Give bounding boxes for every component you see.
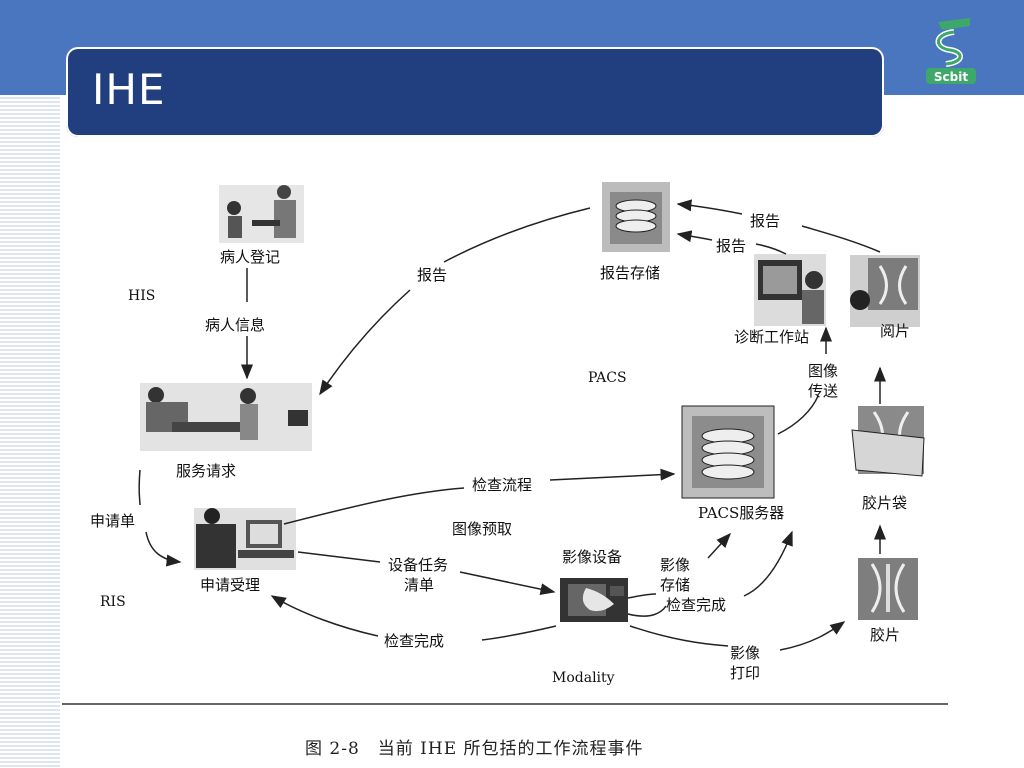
image-store-line	[627, 593, 657, 599]
reading-report-line	[801, 225, 881, 253]
label-report-storage: 报告存储	[600, 264, 660, 282]
exam-complete-2-line	[627, 605, 667, 617]
title-bar: IHE	[66, 47, 884, 137]
label-image-prefetch: 图像预取	[452, 520, 512, 538]
label-report-top: 报告	[750, 212, 780, 230]
diagnostic-workstation-picture	[754, 254, 826, 326]
label-pacs-server: PACS服务器	[698, 504, 784, 522]
label-exam-complete-1: 检查完成	[384, 632, 444, 650]
report-line-a	[443, 207, 591, 263]
worklist-arrow	[459, 571, 556, 596]
label-image-store-1: 影像	[660, 556, 690, 574]
image-store-arrow	[707, 532, 732, 559]
label-service-request: 服务请求	[176, 462, 236, 480]
ihe-workflow-diagram: 病人登记 HIS 病人信息 服务请求 申请单 申请受理 RIS 报告 报告存储 …	[62, 182, 948, 705]
film-reading-picture	[850, 255, 920, 327]
request-form-line	[138, 469, 141, 506]
report-to-service-arrow	[319, 289, 411, 396]
exam-complete-line	[481, 625, 557, 641]
exam-complete-arrow	[270, 595, 379, 637]
label-film-bag: 胶片袋	[862, 494, 907, 512]
label-request-accept: 申请受理	[200, 576, 260, 594]
label-film-reading: 阅片	[880, 322, 910, 340]
label-image-print-2: 打印	[730, 664, 760, 682]
image-print-line	[629, 625, 729, 647]
label-pacs: PACS	[588, 370, 627, 386]
image-print-arrow	[779, 621, 846, 651]
label-patient-register: 病人登记	[220, 248, 280, 266]
film-picture	[858, 558, 918, 620]
modality-device-picture	[560, 578, 628, 622]
label-worklist-1: 设备任务	[388, 556, 448, 574]
label-image-transfer-2: 传送	[808, 382, 838, 400]
film-bag-picture	[851, 406, 925, 477]
report-storage-picture	[602, 182, 670, 252]
request-form-arrow	[145, 531, 182, 567]
request-accept-picture	[194, 508, 296, 570]
label-his: HIS	[128, 288, 155, 304]
left-stripe	[0, 95, 60, 768]
service-request-picture	[140, 383, 312, 451]
pacs-server-picture	[681, 405, 775, 499]
label-request-form: 申请单	[90, 512, 135, 530]
label-modality: Modality	[552, 670, 615, 686]
slide-title: IHE	[92, 65, 166, 114]
worklist-line	[297, 551, 381, 563]
scbit-logo: Scbit	[926, 18, 976, 84]
label-ris: RIS	[100, 594, 126, 610]
ws-report-arrow	[676, 230, 713, 243]
label-worklist-2: 清单	[404, 576, 434, 594]
label-film: 胶片	[870, 626, 900, 644]
label-image-transfer-1: 图像	[808, 362, 838, 380]
label-image-print-1: 影像	[730, 644, 760, 662]
label-exam-complete-2: 检查完成	[666, 596, 726, 614]
label-report-mid: 报告	[716, 237, 746, 255]
exam-complete-2-arrow	[743, 530, 793, 597]
image-transfer-line	[777, 395, 819, 435]
label-exam-flow: 检查流程	[472, 476, 532, 494]
reading-report-arrow	[676, 199, 743, 215]
label-image-store-2: 存储	[660, 576, 690, 594]
label-patient-info: 病人信息	[205, 316, 265, 334]
label-diagnostic-ws: 诊断工作站	[734, 328, 809, 346]
patient-register-picture	[219, 185, 304, 243]
exam-flow-line	[283, 487, 465, 525]
ws-report-line	[755, 243, 787, 255]
logo-text: Scbit	[934, 70, 968, 84]
exam-flow-arrow	[549, 468, 676, 481]
figure-caption: 图 2-8 当前 IHE 所包括的工作流程事件	[305, 739, 644, 759]
label-modality-device: 影像设备	[562, 548, 622, 566]
label-report-left: 报告	[417, 266, 447, 284]
